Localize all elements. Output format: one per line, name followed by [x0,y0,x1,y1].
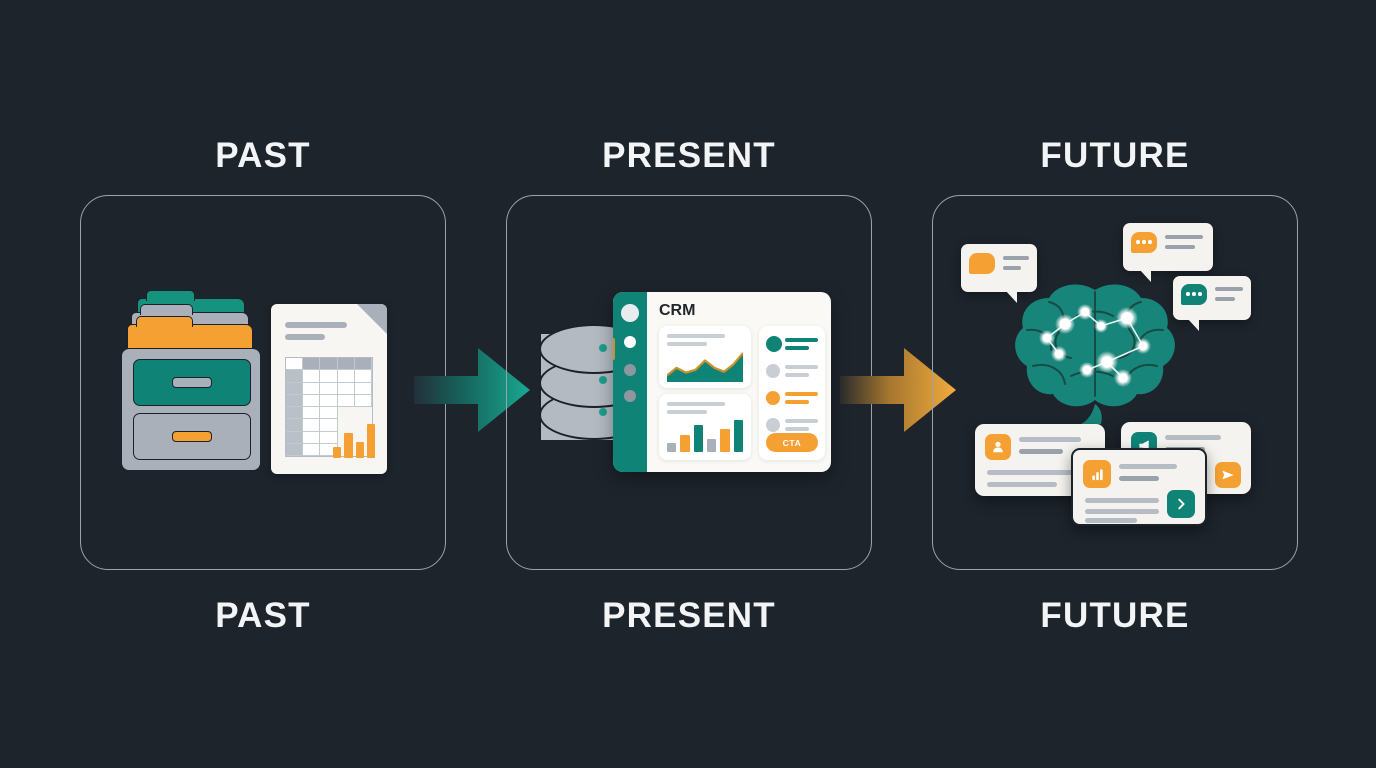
bar-card-line-2 [667,410,707,414]
area-card-line-2 [667,342,707,346]
bar-5 [733,420,743,452]
bubble-line-1 [1003,256,1029,260]
list-row-line-2 [785,373,809,377]
chat-bubble-dots-icon [1181,284,1207,305]
cta-button[interactable]: CTA [766,433,818,452]
drawer-handle-lower [172,431,212,442]
list-row-dot [766,391,780,405]
bar-chart-icon [1083,460,1111,488]
card-line-3 [987,470,1091,475]
bubble-line-2 [1215,297,1235,301]
crm-nav-dot-0[interactable] [621,304,639,322]
chat-bubble-icon [969,253,995,274]
chat-bubble-right [1173,276,1251,331]
title-present-bottom: PRESENT [602,596,776,635]
list-row-dot [766,336,782,352]
cabinet-body [121,348,261,471]
panel-past [80,195,446,570]
crm-title: CRM [659,302,696,319]
card-line-2 [1019,449,1063,454]
crm-list-row[interactable] [766,416,818,436]
title-present-top: PRESENT [602,136,776,175]
drawer-handle-upper [172,377,212,388]
crm-list-card: CTA [759,326,825,460]
spreadsheet-grid [285,357,373,457]
document-title-line [285,322,347,328]
cabinet-drawer-lower [133,413,251,460]
crm-nav-dot-3[interactable] [624,390,636,402]
crm-dashboard: CRM CTA [613,292,831,472]
chat-bubble-top-right [1123,223,1213,282]
past-illustration [81,196,445,569]
crm-area-chart-card [659,326,751,388]
card-line-1 [1019,437,1081,442]
area-chart [667,352,743,382]
area-card-line-1 [667,334,725,338]
card-line-1 [1119,464,1177,469]
bubble-line-2 [1003,266,1021,270]
list-row-line-2 [785,346,809,350]
card-line-5 [1085,518,1137,523]
spreadsheet-document-icon [271,304,387,474]
crm-sidebar-accent [613,338,615,360]
crm-nav-dot-1[interactable] [624,336,636,348]
chat-bubble-left [961,244,1037,303]
bar-card-line-1 [667,402,725,406]
user-icon [985,434,1011,460]
bubble-line-1 [1165,235,1203,239]
list-row-line-1 [785,419,818,423]
list-row-dot [766,364,780,378]
bubble-line-2 [1165,245,1195,249]
send-icon[interactable] [1215,462,1241,488]
card-line-1 [1165,435,1221,440]
document-subtitle-line [285,334,325,340]
panel-present: CRM CTA [506,195,872,570]
card-line-2 [1119,476,1159,481]
title-future-top: FUTURE [1040,136,1190,175]
card-line-4 [1085,509,1159,514]
list-row-line-1 [785,392,818,396]
arrow-past-to-present [412,340,532,440]
bar-4 [720,429,730,452]
crm-nav-dot-2[interactable] [624,364,636,376]
ai-brain-icon [1009,276,1181,426]
future-illustration [933,196,1297,569]
title-past-top: PAST [215,136,311,175]
bar-chart [667,420,743,452]
card-line-4 [987,482,1057,487]
bar-3 [706,438,717,452]
title-past-bottom: PAST [215,596,311,635]
title-future-bottom: FUTURE [1040,596,1190,635]
bubble-line-1 [1215,287,1243,291]
crm-list-row[interactable] [766,389,818,409]
list-row-line-2 [785,427,809,431]
list-row-line-1 [785,365,818,369]
arrow-present-to-future [838,340,958,440]
crm-sidebar[interactable] [613,292,647,472]
filing-cabinet-icon [121,286,261,471]
crm-list-row[interactable] [766,362,818,382]
list-row-line-1 [785,338,818,342]
list-row-dot [766,418,780,432]
chevron-right-icon[interactable] [1167,490,1195,518]
crm-bar-chart-card [659,394,751,460]
document-bar-chart [333,424,375,458]
cabinet-drawer-upper [133,359,251,406]
bar-2 [693,425,703,452]
page-fold-corner [357,304,387,334]
card-line-3 [1085,498,1159,503]
chat-bubble-dots-icon [1131,232,1157,253]
list-row-line-2 [785,400,809,404]
panel-future [932,195,1298,570]
crm-list-row[interactable] [766,335,818,355]
bar-1 [680,435,690,452]
bar-0 [667,442,677,452]
card-analytics[interactable] [1071,448,1207,526]
present-illustration: CRM CTA [507,196,871,569]
